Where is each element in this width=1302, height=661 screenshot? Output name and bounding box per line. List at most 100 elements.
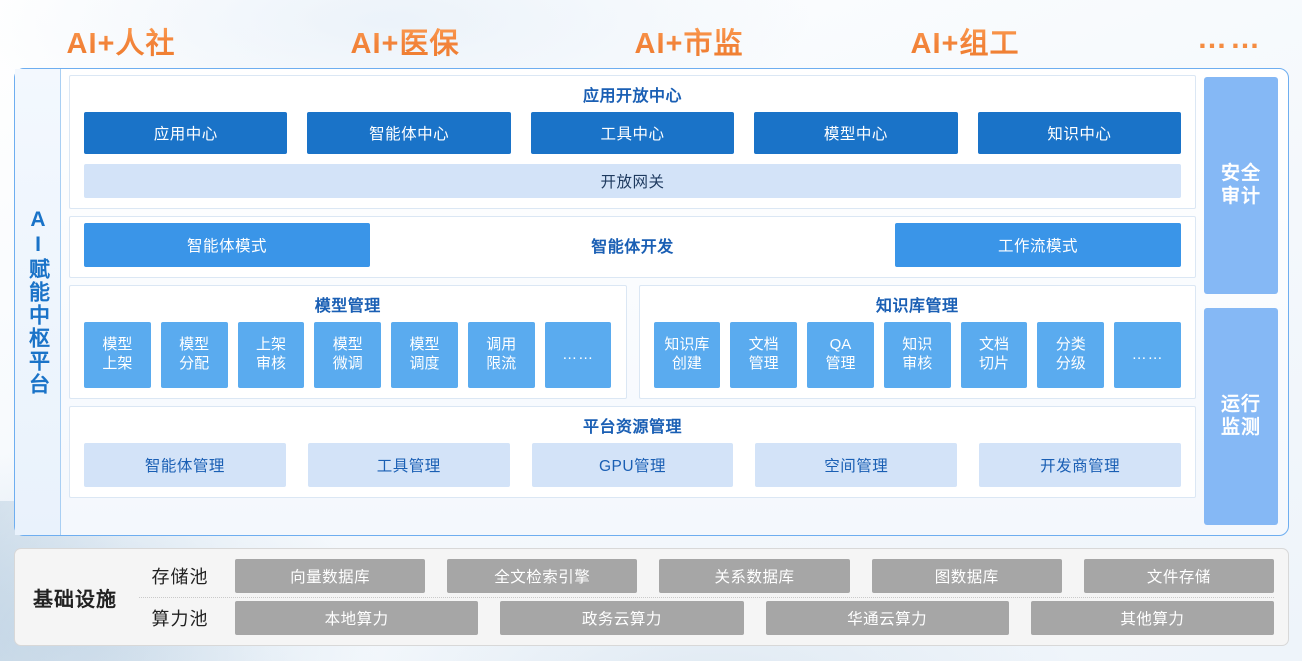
domain-item-more: …… <box>1190 22 1270 56</box>
tile-kb-create[interactable]: 知识库 创建 <box>653 322 721 388</box>
chip-tool-center[interactable]: 工具中心 <box>530 112 735 154</box>
platform-right-rail: 安全 审计 运行 监测 <box>1202 69 1288 535</box>
platform-side-label: AI赋能中枢平台 <box>15 69 61 535</box>
tile-model-allocation[interactable]: 模型 分配 <box>160 322 228 388</box>
chip-government-cloud-compute[interactable]: 政务云算力 <box>500 601 744 636</box>
tile-kb-more[interactable]: …… <box>1114 322 1181 388</box>
ai-platform-container: AI赋能中枢平台 应用开放中心 应用中心 智能体中心 工具中心 模型中心 知识中… <box>14 68 1289 536</box>
chip-relational-database[interactable]: 关系数据库 <box>659 558 850 593</box>
section-app-open-center: 应用开放中心 应用中心 智能体中心 工具中心 模型中心 知识中心 开放网关 <box>69 75 1196 209</box>
tile-line-1: 上架 <box>255 336 286 354</box>
app-center-chip-row: 应用中心 智能体中心 工具中心 模型中心 知识中心 <box>84 112 1182 154</box>
resource-agent-management[interactable]: 智能体管理 <box>84 443 286 487</box>
rail-line-2: 审计 <box>1220 185 1261 207</box>
tile-classification-grading[interactable]: 分类 分级 <box>1037 322 1105 388</box>
storage-pool-row: 存储池 向量数据库 全文检索引擎 关系数据库 图数据库 文件存储 <box>139 555 1275 597</box>
storage-pool-items: 向量数据库 全文检索引擎 关系数据库 图数据库 文件存储 <box>235 558 1275 593</box>
tile-line-2: 微调 <box>332 355 363 372</box>
domain-item-shijian: AI+市监 <box>614 20 764 62</box>
section-model-management: 模型管理 模型 上架 模型 分配 上架 审核 模型 <box>69 285 627 399</box>
section-agent-development: 智能体模式 智能体开发 工作流模式 <box>69 216 1196 278</box>
tile-qa-management[interactable]: QA 管理 <box>807 322 874 388</box>
tile-line-1: 分类 <box>1055 336 1086 354</box>
tile-line-1: 模型 <box>409 336 440 354</box>
tile-line-2: 分配 <box>179 355 210 372</box>
resource-management-row: 智能体管理 工具管理 GPU管理 空间管理 开发商管理 <box>84 443 1181 487</box>
tile-line-1: …… <box>562 345 595 363</box>
knowledge-base-tiles: 知识库 创建 文档 管理 QA 管理 知识 审核 <box>653 322 1182 388</box>
chip-agent-mode[interactable]: 智能体模式 <box>84 223 370 267</box>
infrastructure-rows: 存储池 向量数据库 全文检索引擎 关系数据库 图数据库 文件存储 算力池 本地算… <box>139 555 1275 639</box>
chip-file-storage[interactable]: 文件存储 <box>1083 558 1275 593</box>
compute-pool-label: 算力池 <box>151 609 209 630</box>
compute-pool-items: 本地算力 政务云算力 华通云算力 其他算力 <box>235 601 1274 636</box>
tile-line-2: 审核 <box>255 355 286 372</box>
agent-development-row: 智能体模式 智能体开发 工作流模式 <box>84 223 1181 267</box>
resource-developer-management[interactable]: 开发商管理 <box>979 443 1181 487</box>
infrastructure-container: 基础设施 存储池 向量数据库 全文检索引擎 关系数据库 图数据库 文件存储 算力… <box>14 548 1289 646</box>
chip-agent-center[interactable]: 智能体中心 <box>307 112 511 154</box>
chip-app-center[interactable]: 应用中心 <box>84 112 288 154</box>
tile-line-1: 文档 <box>748 336 779 354</box>
tile-line-1: 文档 <box>979 336 1010 354</box>
tile-line-2: 上架 <box>102 355 133 372</box>
platform-side-label-text: AI赋能中枢平台 <box>26 208 50 396</box>
rail-line-1: 安全 <box>1220 162 1261 184</box>
tile-line-1: 调用 <box>486 336 517 354</box>
domain-item-yibao: AI+医保 <box>330 20 480 62</box>
model-management-tiles: 模型 上架 模型 分配 上架 审核 模型 微调 <box>84 322 612 388</box>
infrastructure-title: 基础设施 <box>33 588 117 611</box>
tile-document-chunking[interactable]: 文档 切片 <box>960 322 1028 388</box>
tile-model-finetune[interactable]: 模型 微调 <box>314 322 382 388</box>
rail-line-2: 监测 <box>1220 416 1261 438</box>
domain-item-rensheshe: AI+人社 <box>46 20 196 62</box>
tile-line-2: 分级 <box>1055 355 1086 372</box>
tile-line-1: 知识 <box>902 336 933 354</box>
resource-gpu-management[interactable]: GPU管理 <box>531 443 734 487</box>
chip-knowledge-center[interactable]: 知识中心 <box>977 112 1182 154</box>
chip-vector-database[interactable]: 向量数据库 <box>235 558 426 593</box>
chip-local-compute[interactable]: 本地算力 <box>235 601 479 636</box>
tile-line-1: 模型 <box>102 336 133 354</box>
section-title-app-open-center: 应用开放中心 <box>582 88 682 105</box>
chip-fulltext-search-engine[interactable]: 全文检索引擎 <box>447 558 638 593</box>
tile-line-1: 模型 <box>179 336 210 354</box>
rail-runtime-monitoring[interactable]: 运行 监测 <box>1204 308 1278 525</box>
tile-model-more[interactable]: …… <box>544 322 612 388</box>
management-row: 模型管理 模型 上架 模型 分配 上架 审核 模型 <box>69 285 1196 399</box>
tile-call-rate-limit[interactable]: 调用 限流 <box>467 322 535 388</box>
tile-model-scheduling[interactable]: 模型 调度 <box>391 322 458 388</box>
rail-line-1: 运行 <box>1220 393 1261 415</box>
tile-publish-review[interactable]: 上架 审核 <box>237 322 305 388</box>
tile-line-2: 调度 <box>409 355 440 372</box>
storage-pool-label: 存储池 <box>151 566 209 587</box>
tile-line-2: 切片 <box>979 355 1010 372</box>
chip-model-center[interactable]: 模型中心 <box>754 112 958 154</box>
tile-model-publish[interactable]: 模型 上架 <box>84 322 151 388</box>
rail-security-audit[interactable]: 安全 审计 <box>1204 77 1278 294</box>
tile-line-1: 模型 <box>332 336 363 354</box>
tile-line-2: 创建 <box>671 355 702 372</box>
chip-graph-database[interactable]: 图数据库 <box>871 558 1062 593</box>
tile-line-2: 审核 <box>902 355 933 372</box>
tile-knowledge-review[interactable]: 知识 审核 <box>883 322 951 388</box>
tile-line-2: 管理 <box>748 355 779 372</box>
chip-other-compute[interactable]: 其他算力 <box>1030 601 1274 636</box>
tile-document-management[interactable]: 文档 管理 <box>730 322 798 388</box>
chip-huatong-cloud-compute[interactable]: 华通云算力 <box>765 601 1009 636</box>
platform-body: 应用开放中心 应用中心 智能体中心 工具中心 模型中心 知识中心 开放网关 智能… <box>61 69 1202 535</box>
tile-line-1: 知识库 <box>664 336 710 354</box>
resource-tool-management[interactable]: 工具管理 <box>307 443 510 487</box>
tile-line-1: …… <box>1131 345 1164 363</box>
resource-space-management[interactable]: 空间管理 <box>755 443 958 487</box>
domain-item-zugong: AI+组工 <box>890 20 1040 62</box>
section-title-knowledge-base-management: 知识库管理 <box>875 298 959 315</box>
section-knowledge-base-management: 知识库管理 知识库 创建 文档 管理 QA 管理 知识 <box>638 285 1196 399</box>
section-title-agent-development: 智能体开发 <box>591 239 674 256</box>
chip-open-gateway[interactable]: 开放网关 <box>84 164 1181 198</box>
section-platform-resource-management: 平台资源管理 智能体管理 工具管理 GPU管理 空间管理 开发商管理 <box>69 406 1196 498</box>
section-title-platform-resource-management: 平台资源管理 <box>582 419 682 436</box>
domain-strip: AI+人社 AI+医保 AI+市监 AI+组工 …… <box>0 0 1302 68</box>
chip-workflow-mode[interactable]: 工作流模式 <box>895 223 1181 267</box>
tile-line-2: 管理 <box>825 355 856 372</box>
